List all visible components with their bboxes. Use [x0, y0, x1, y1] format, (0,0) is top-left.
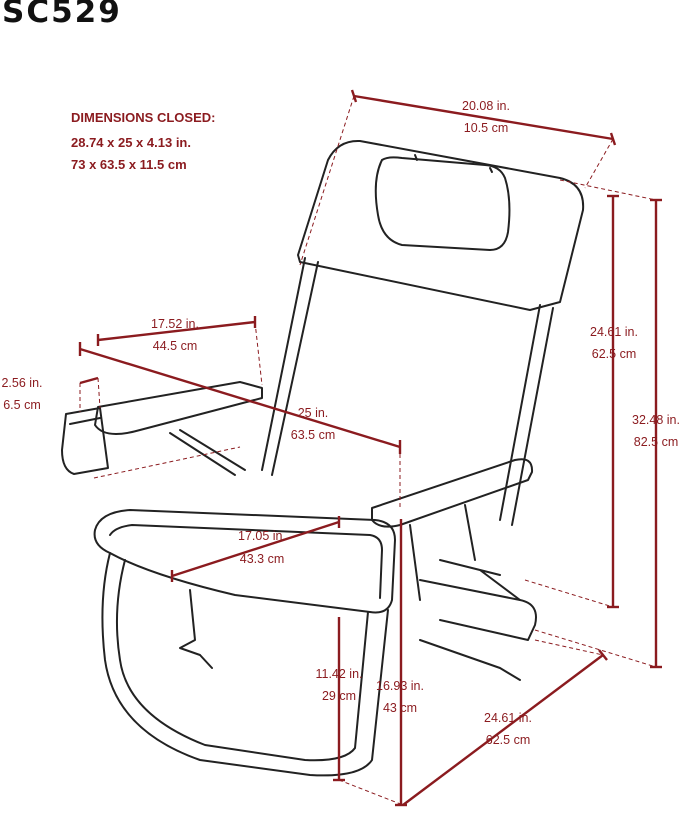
product-sku: SC529 — [2, 0, 122, 30]
label-overall-width-in: 25 in. — [298, 406, 329, 420]
dimensions-closed-imperial: 28.74 x 25 x 4.13 in. — [71, 135, 191, 150]
label-armrest-height-cm: 43 cm — [383, 701, 417, 715]
dimensions-closed-title: DIMENSIONS CLOSED: — [71, 110, 216, 125]
label-total-height-cm: 82.5 cm — [634, 435, 678, 449]
dimension-line-seat-width — [171, 520, 340, 578]
label-seat-height-cm: 29 cm — [322, 689, 356, 703]
label-seat-width-in: 17.05 in. — [238, 529, 286, 543]
label-armrest-height-in: 16.93 in. — [376, 679, 424, 693]
label-cupholder-width-in: 2.56 in. — [1, 376, 42, 390]
extension-lines — [79, 95, 657, 806]
label-overall-width-cm: 63.5 cm — [291, 428, 335, 442]
label-backrest-width-in: 20.08 in. — [462, 99, 510, 113]
dimension-line-cupholder-width — [79, 376, 99, 385]
label-backrest-width-cm: 10.5 cm — [464, 121, 508, 135]
label-depth-cm: 62.5 cm — [486, 733, 530, 747]
dimension-ticks — [78, 89, 662, 807]
label-backrest-height-in: 24.61 in. — [590, 325, 638, 339]
chair-outline — [61, 139, 585, 777]
dimension-labels: 20.08 in. 10.5 cm 24.61 in. 62.5 cm 32.4… — [1, 99, 679, 747]
label-backrest-height-cm: 62.5 cm — [592, 347, 636, 361]
label-seat-width-cm: 43.3 cm — [240, 552, 284, 566]
label-armrest-length-in: 17.52 in. — [151, 317, 199, 331]
dimension-line-overall-width — [79, 347, 401, 449]
label-total-height-in: 32.48 in. — [632, 413, 679, 427]
label-cupholder-width-cm: 6.5 cm — [3, 398, 41, 412]
dimension-line-depth — [402, 654, 604, 806]
dimension-line-backrest-width — [353, 94, 614, 141]
label-seat-height-in: 11.42 in. — [315, 667, 362, 681]
dimension-line-armrest-length — [97, 320, 256, 342]
label-armrest-length-cm: 44.5 cm — [153, 339, 197, 353]
dimension-lines — [79, 94, 658, 806]
dimensions-closed-metric: 73 x 63.5 x 11.5 cm — [71, 157, 187, 172]
label-depth-in: 24.61 in. — [484, 711, 532, 725]
